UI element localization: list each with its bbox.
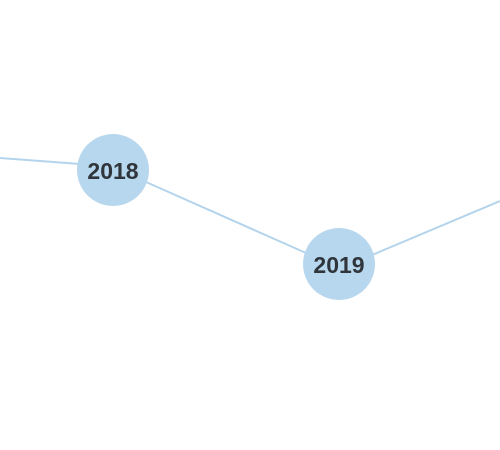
connector-line-outgoing [371,200,500,256]
node-circle [77,134,149,206]
node-label-2019: 2019 [313,252,364,278]
node-label-2018: 2018 [87,158,138,184]
timeline-node-2018[interactable]: 2018 [77,134,149,206]
node-circle [303,228,375,300]
timeline-node-2019[interactable]: 2019 [303,228,375,300]
connector-line-2018-2019 [145,181,307,254]
connector-line-incoming [0,157,81,165]
